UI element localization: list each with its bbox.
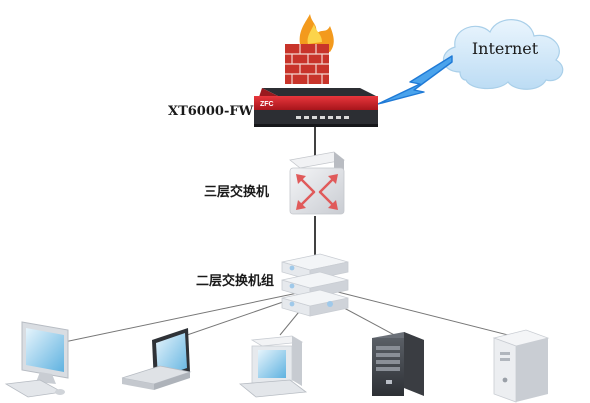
switch-group-icon [281,253,349,317]
desktop-computer-icon [238,335,308,398]
server-tower-icon [372,332,424,396]
link-endpoint-5 [321,287,521,339]
switch-unit-bottom [281,289,349,317]
pc-tower-icon [492,329,550,403]
internet-cloud-icon: Internet [443,19,564,90]
lightning-icon [377,55,453,105]
firewall-brick-icon [285,14,334,84]
desktop-computer-icon [4,321,69,398]
switch-group-label: 二层交换机组 [196,274,275,289]
laptop-icon [121,328,192,390]
firewall-label: XT6000-FW [168,104,254,119]
layer3-switch-label: 三层交换机 [204,185,270,200]
firewall-appliance-icon: ZFC [254,88,378,127]
firewall-brand: ZFC [260,101,274,108]
cloud-label: Internet [472,39,539,58]
link-endpoint-1 [49,289,313,346]
layer3-switch-icon [289,151,345,215]
